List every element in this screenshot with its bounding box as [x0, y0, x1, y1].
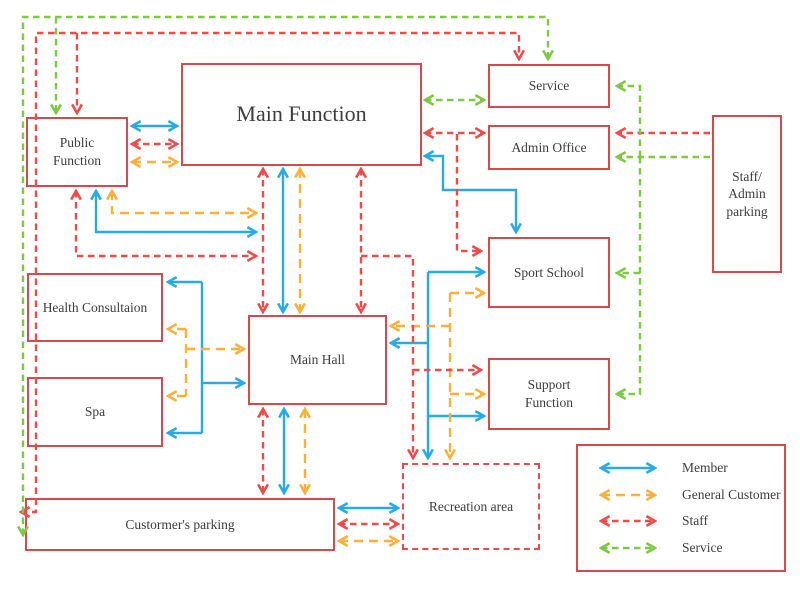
node-admin-office[interactable]: Admin Office — [488, 125, 610, 170]
legend-label: General Customer — [682, 486, 781, 502]
node-label: Sport School — [513, 264, 585, 280]
node-customers-parking[interactable]: Custormer's parking — [25, 498, 335, 551]
node-label: Recreation area — [428, 498, 514, 514]
node-main-hall[interactable]: Main Hall — [248, 315, 387, 405]
node-public-function[interactable]: Public Function — [26, 117, 128, 187]
node-label: Public Function — [52, 135, 101, 168]
node-health-consultaion[interactable]: Health Consultaion — [27, 273, 163, 342]
node-label: Admin Office — [511, 139, 587, 155]
node-sport-school[interactable]: Sport School — [488, 237, 610, 308]
node-label: Spa — [84, 404, 106, 420]
node-service[interactable]: Service — [488, 64, 610, 108]
legend-label: Service — [682, 539, 723, 555]
node-label: Service — [528, 78, 570, 94]
node-main-function[interactable]: Main Function — [181, 63, 422, 166]
node-support-function[interactable]: Support Function — [488, 358, 610, 430]
node-spa[interactable]: Spa — [27, 377, 163, 447]
member-arrow-icon — [592, 462, 664, 474]
node-label: Main Hall — [289, 352, 346, 368]
service-arrow-icon — [592, 542, 664, 554]
legend-label: Staff — [682, 513, 708, 529]
general-customer-arrow-icon — [592, 489, 664, 501]
node-recreation-area[interactable]: Recreation area — [402, 463, 540, 550]
node-staff-admin-parking[interactable]: Staff/ Admin parking — [712, 115, 782, 273]
legend: Member General Customer Staff Service — [576, 444, 786, 572]
legend-item-service: Service — [592, 540, 784, 556]
legend-item-member: Member — [592, 460, 784, 476]
node-label: Main Function — [236, 101, 367, 127]
legend-label: Member — [682, 460, 728, 476]
legend-item-general-customer: General Customer — [592, 487, 784, 503]
node-label: Staff/ Admin parking — [726, 168, 768, 219]
legend-item-staff: Staff — [592, 513, 784, 529]
staff-arrow-icon — [592, 515, 664, 527]
node-label: Health Consultaion — [42, 299, 148, 315]
node-label: Support Function — [524, 377, 573, 410]
node-label: Custormer's parking — [125, 516, 235, 532]
